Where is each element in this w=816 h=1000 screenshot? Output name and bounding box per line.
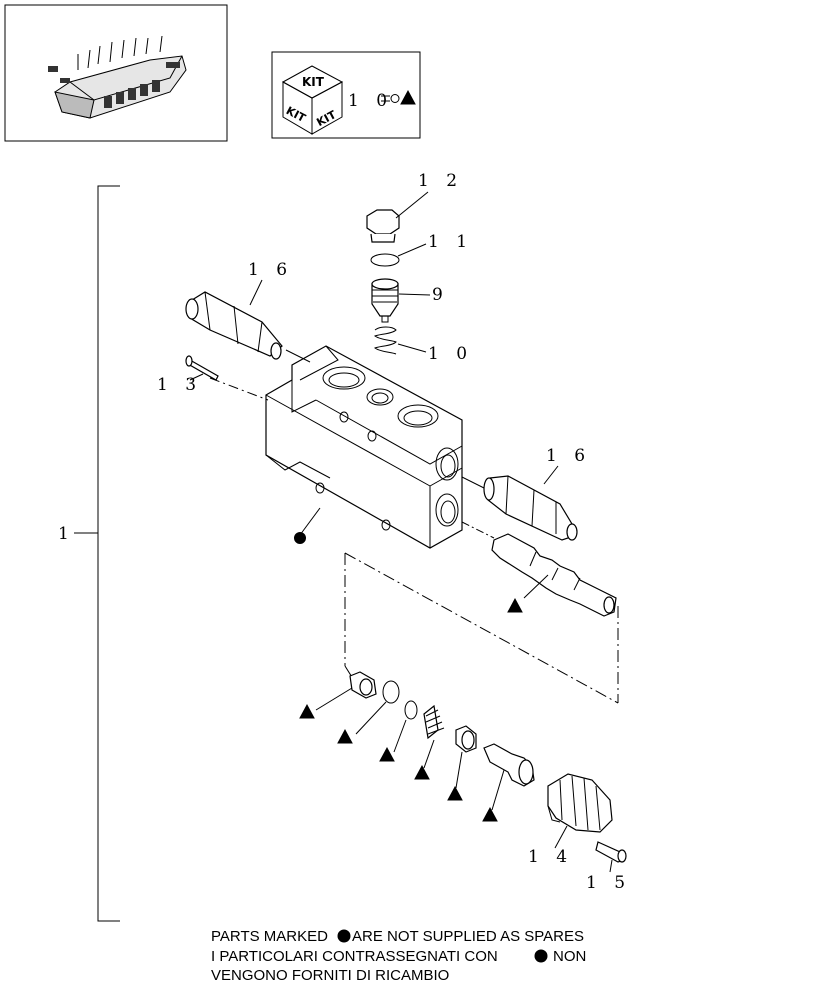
o-ring-b: [379, 700, 418, 762]
poppet-9: 9: [371, 278, 449, 323]
kit-ref-number: 1 0: [348, 91, 393, 111]
spool: [461, 521, 617, 617]
legend-circle-2: [534, 949, 548, 963]
kit-triangle-o-ring-b: [379, 746, 395, 762]
valve-block: [265, 345, 463, 549]
knob-14: 1 4: [528, 773, 613, 867]
callout-16-left: 1 6: [248, 260, 293, 280]
callout-10: 1 0: [428, 344, 473, 364]
screw-15: 1 5: [586, 841, 631, 893]
legend-line2-end: NON: [553, 948, 586, 965]
cap-seal: [299, 671, 377, 719]
callout-12: 1 2: [418, 171, 463, 191]
o-ring-11: 1 1: [370, 232, 473, 267]
kit-label-left: KIT: [284, 104, 308, 125]
thumbnail-frame: [4, 4, 228, 142]
legend: PARTS MARKED ARE NOT SUPPLIED AS SPARES …: [211, 928, 586, 984]
kit-triangle-spring: [414, 764, 430, 780]
callout-13: 1 3: [157, 375, 202, 395]
kit-triangle-o-ring-a: [337, 728, 353, 744]
relief-valve-16-right: 1 6: [461, 446, 591, 541]
kit-triangle-spool: [507, 597, 523, 613]
relief-valve-16-left: 1 6: [185, 260, 311, 363]
assembly-bracket: 1: [58, 185, 120, 922]
kit-triangle-cap: [299, 703, 315, 719]
callout-14: 1 4: [528, 847, 573, 867]
callout-16-right: 1 6: [546, 446, 591, 466]
legend-circle-1: [337, 929, 351, 943]
spring-10: 1 0: [374, 326, 473, 364]
kit-triangle-washer: [447, 785, 463, 801]
kit-triangle-icon: [400, 89, 416, 105]
legend-line1-start: PARTS MARKED: [211, 928, 328, 945]
callout-15: 1 5: [586, 873, 631, 893]
bolt-13: 1 3: [157, 355, 219, 395]
adjusting-screw: [482, 743, 535, 822]
not-supplied-marker: [294, 532, 306, 544]
callout-1: 1: [58, 524, 75, 544]
spring-small: [414, 704, 445, 780]
o-ring-a: [337, 680, 400, 744]
callout-11: 1 1: [428, 232, 473, 252]
legend-line2-start: I PARTICOLARI CONTRASSEGNATI CON: [211, 948, 498, 965]
kit-label-top: KIT: [302, 75, 325, 89]
kit-triangle-screw: [482, 806, 498, 822]
plug-12: 1 2: [366, 171, 463, 243]
legend-line1-end: ARE NOT SUPPLIED AS SPARES: [352, 928, 584, 945]
callout-9: 9: [432, 285, 449, 305]
kit-reference-box: KIT KIT KIT 1 0: [271, 51, 421, 139]
kit-cube-icon: KIT KIT KIT: [281, 65, 344, 135]
valve-assembly-thumbnail: [48, 35, 187, 119]
legend-line3: VENGONO FORNITI DI RICAMBIO: [211, 967, 449, 984]
washer-seat: [447, 725, 477, 801]
equals-circle-symbol: [381, 94, 400, 103]
